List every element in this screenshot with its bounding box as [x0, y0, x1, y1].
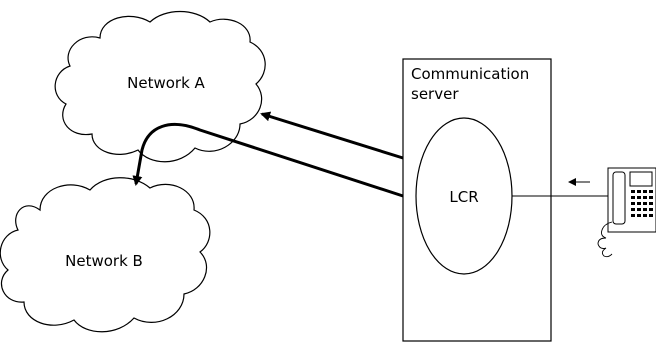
route-via-a-to-network-b-arrow	[132, 123, 404, 198]
lcr-label: LCR	[449, 188, 478, 206]
server-label-line2: server	[411, 85, 459, 103]
network-a-cloud: Network A	[54, 11, 266, 163]
network-b-label: Network B	[65, 252, 143, 270]
lcr-module: LCR	[415, 117, 513, 275]
route-to-network-a-arrow	[260, 111, 404, 160]
desk-telephone-icon	[597, 167, 656, 258]
network-a-label: Network A	[127, 74, 205, 92]
network-b-cloud: Network B	[0, 177, 211, 333]
server-label-line1: Communication	[411, 65, 529, 83]
